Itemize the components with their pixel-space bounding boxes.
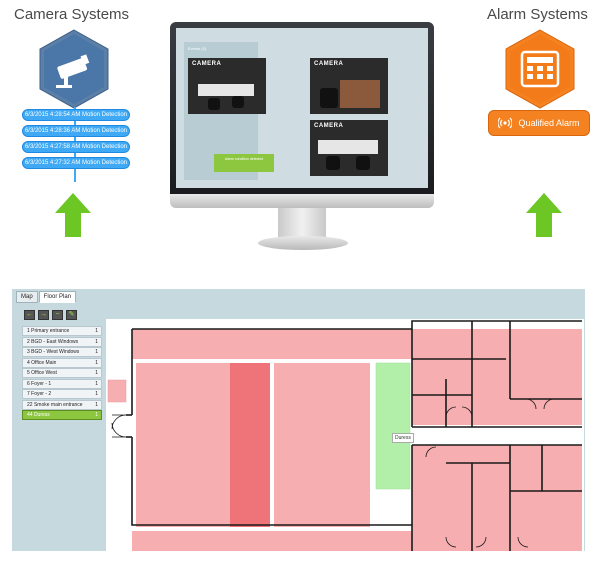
- camera-event-item[interactable]: 6/3/2015 4:27:58 AM Motion Detection: [22, 141, 130, 153]
- alarm-hexagon: [505, 29, 575, 109]
- monitor-screen: Events (2) CAMERA CAMERA CAMERA Alarm co…: [176, 28, 428, 188]
- duress-map-label: Duress: [392, 433, 414, 443]
- arrow-right-icon: →: [40, 311, 47, 318]
- zone-bottom-corridor[interactable]: [132, 531, 412, 563]
- building-walls: [126, 320, 582, 551]
- right-up-arrow-icon: [526, 193, 562, 237]
- camera-systems-title: Camera Systems: [14, 6, 130, 23]
- monitor-chin: [170, 194, 434, 208]
- forward-button[interactable]: →: [38, 310, 49, 320]
- screen-alert-note: Alarm condition detected: [214, 154, 274, 172]
- floor-plan-canvas[interactable]: Duress: [106, 319, 584, 563]
- camera-event-list: 6/3/2015 4:28:54 AM Motion Detection 6/3…: [22, 109, 130, 173]
- keypad-icon: [520, 50, 560, 88]
- camera-feed-1[interactable]: CAMERA: [188, 58, 266, 114]
- back-button[interactable]: ←: [24, 310, 35, 320]
- tab-floor-plan[interactable]: Floor Plan: [38, 291, 77, 303]
- floor-plan-drawing: [107, 320, 582, 563]
- left-up-arrow-icon: [55, 193, 91, 237]
- camera-feed-2[interactable]: CAMERA: [310, 58, 388, 114]
- edit-button[interactable]: ✎: [66, 310, 77, 320]
- arrow-left-icon: ←: [26, 311, 33, 318]
- pencil-icon: ✎: [68, 311, 75, 318]
- camera-event-item[interactable]: 6/3/2015 4:28:54 AM Motion Detection: [22, 109, 130, 121]
- panel-tabs: Map Floor Plan: [16, 291, 77, 303]
- door-symbols: [111, 398, 555, 548]
- camera-event-item[interactable]: 6/3/2015 4:28:36 AM Motion Detection: [22, 125, 130, 137]
- zone-duress[interactable]: [375, 362, 411, 490]
- camera-logo: CAMERA: [314, 61, 344, 67]
- qualified-alarm-badge[interactable]: Qualified Alarm: [488, 110, 590, 136]
- camera-feed-3[interactable]: CAMERA: [310, 120, 388, 176]
- zone-center-hall[interactable]: [274, 363, 370, 527]
- minus-icon: −: [55, 311, 60, 318]
- camera-logo: CAMERA: [192, 61, 222, 67]
- camera-logo: CAMERA: [314, 123, 344, 129]
- monitor-stand-neck: [278, 208, 326, 238]
- tab-map[interactable]: Map: [16, 291, 38, 303]
- camera-event-item[interactable]: 6/3/2015 4:27:32 AM Motion Detection: [22, 157, 130, 169]
- zone-alarm-strip[interactable]: [230, 363, 270, 527]
- zone-entrance-left[interactable]: [107, 379, 127, 403]
- zone-top-corridor[interactable]: [132, 329, 412, 359]
- zoom-button[interactable]: −: [52, 310, 63, 320]
- signal-icon: [498, 117, 513, 129]
- security-camera-icon: [56, 54, 90, 88]
- zone-east-offices-south[interactable]: [412, 445, 582, 551]
- screen-sidebar-label: Events (2): [188, 46, 207, 51]
- floorplan-panel: Map Floor Plan ← → − ✎ 1 Primary entranc…: [12, 289, 585, 563]
- alarm-systems-title: Alarm Systems: [487, 6, 588, 23]
- monitor-frame: Events (2) CAMERA CAMERA CAMERA Alarm co…: [170, 22, 434, 206]
- monitor-stand-base: [258, 236, 348, 250]
- zone-east-offices-north[interactable]: [412, 329, 582, 425]
- floorplan-toolbar: ← → − ✎: [24, 310, 77, 320]
- qualified-alarm-label: Qualified Alarm: [518, 118, 580, 128]
- camera-hexagon: [39, 29, 109, 109]
